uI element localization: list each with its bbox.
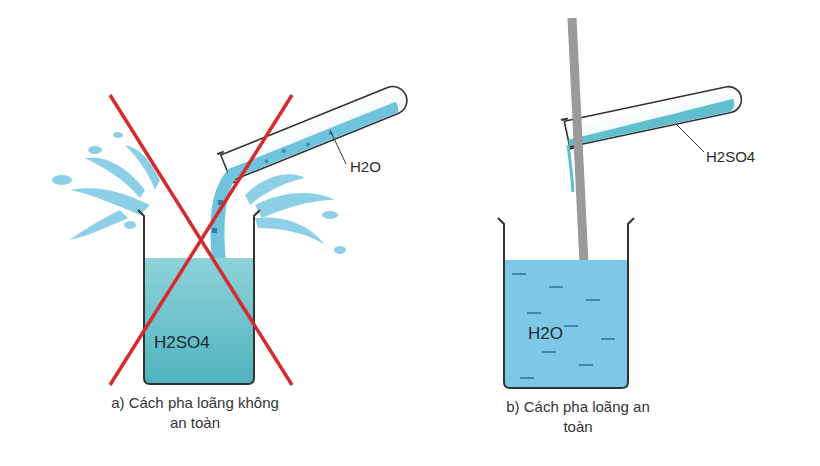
leader-line — [330, 130, 346, 164]
cross-line — [110, 95, 292, 385]
cross-line — [110, 95, 292, 385]
substance-label: H2O — [350, 158, 381, 175]
acid-stream — [568, 145, 573, 192]
beaker: H2O — [498, 216, 634, 390]
substance-label: H2SO4 — [706, 148, 755, 165]
test-tube — [561, 82, 744, 149]
caption: a) Cách pha loãng không an toàn — [110, 393, 280, 432]
beaker-outline — [498, 216, 634, 390]
caption: b) Cách pha loãng an toàn — [493, 397, 663, 436]
beaker-label: H2O — [528, 324, 563, 344]
leader-line — [676, 124, 704, 152]
beaker-label: H2SO4 — [154, 333, 210, 353]
